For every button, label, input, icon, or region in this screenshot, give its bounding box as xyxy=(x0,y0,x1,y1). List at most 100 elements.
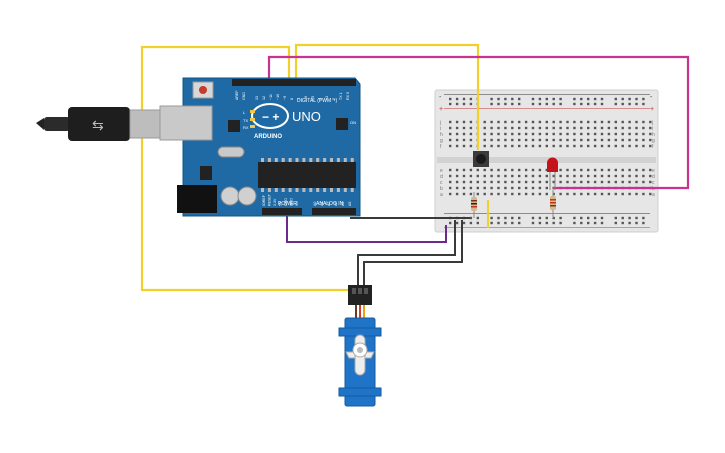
breadboard-hole xyxy=(559,138,562,142)
breadboard-hole xyxy=(587,174,590,178)
breadboard-row-letter: a xyxy=(652,192,655,198)
breadboard-hole xyxy=(545,144,548,148)
pushbutton xyxy=(473,151,489,167)
pin-label: 5V xyxy=(279,201,283,206)
breadboard-hole xyxy=(649,120,652,124)
chip-pin xyxy=(288,158,292,162)
breadboard-row-letter: h xyxy=(652,132,655,138)
breadboard-hole xyxy=(497,180,500,184)
breadboard-hole xyxy=(497,186,500,190)
breadboard-hole xyxy=(538,186,542,190)
breadboard-rail-hole xyxy=(511,97,514,101)
breadboard-hole xyxy=(552,174,555,178)
servo-connector-pin-1 xyxy=(352,288,356,294)
breadboard-hole xyxy=(621,126,624,130)
resistor-led-band-1 xyxy=(550,199,556,201)
breadboard-rail-hole xyxy=(545,221,548,225)
breadboard-hole xyxy=(455,126,459,130)
chip-pin xyxy=(330,158,333,162)
breadboard-hole xyxy=(587,120,590,124)
breadboard-hole xyxy=(455,192,459,196)
usb-cable-strain xyxy=(44,117,70,131)
breadboard-hole xyxy=(504,174,507,178)
breadboard-hole xyxy=(449,144,452,148)
reset-button-cap xyxy=(199,86,207,94)
breadboard-hole xyxy=(504,180,507,184)
breadboard-hole xyxy=(504,144,507,148)
led-tx-label: TX xyxy=(243,118,248,123)
breadboard-rail-hole xyxy=(635,102,638,106)
breadboard-hole xyxy=(538,168,542,172)
regulator-chip xyxy=(200,166,212,180)
breadboard-hole xyxy=(455,132,459,136)
pin-label: 12 xyxy=(262,96,266,100)
breadboard-hole xyxy=(497,120,500,124)
breadboard-hole xyxy=(504,138,507,142)
breadboard-hole xyxy=(642,138,645,142)
breadboard-hole xyxy=(552,192,555,196)
breadboard-hole xyxy=(449,132,452,136)
breadboard-hole xyxy=(600,132,604,136)
breadboard-hole xyxy=(455,186,459,190)
breadboard-hole xyxy=(511,132,514,136)
pin-label: A5 xyxy=(348,202,352,206)
breadboard-hole xyxy=(600,168,604,172)
led-rx-label: RX xyxy=(243,125,249,130)
breadboard-hole xyxy=(607,138,611,142)
breadboard-hole xyxy=(649,180,652,184)
breadboard-rail-hole xyxy=(559,221,562,225)
breadboard-rail-hole xyxy=(600,216,604,220)
breadboard-hole xyxy=(573,168,576,172)
pin-label: ~9 xyxy=(283,96,287,100)
breadboard-hole xyxy=(449,126,452,130)
breadboard-hole xyxy=(504,120,507,124)
breadboard-hole xyxy=(559,132,562,136)
breadboard-hole xyxy=(531,180,535,184)
breadboard-hole xyxy=(518,168,521,172)
breadboard-hole xyxy=(642,174,645,178)
breadboard-hole xyxy=(573,192,576,196)
breadboard-hole xyxy=(621,144,624,148)
breadboard-rail-hole xyxy=(497,97,500,101)
pin-label: 13 xyxy=(255,96,259,100)
pin-label: 4 xyxy=(318,98,322,100)
breadboard-rail-hole xyxy=(614,102,617,106)
breadboard-hole xyxy=(628,120,631,124)
breadboard-hole xyxy=(642,120,645,124)
breadboard-hole xyxy=(483,186,486,190)
breadboard-rail-hole xyxy=(552,97,555,101)
breadboard-hole xyxy=(614,126,617,130)
breadboard-rail-hole xyxy=(497,221,500,225)
breadboard-hole xyxy=(580,180,583,184)
breadboard-hole xyxy=(649,174,652,178)
breadboard-hole xyxy=(587,138,590,142)
breadboard-rail-hole xyxy=(593,216,597,220)
wires xyxy=(140,43,690,292)
resistor-button-band-1 xyxy=(471,200,477,202)
breadboard-hole xyxy=(449,120,452,124)
breadboard-hole xyxy=(649,138,652,142)
breadboard-rail-hole xyxy=(490,97,493,101)
breadboard-rail-hole xyxy=(462,102,466,106)
breadboard-hole xyxy=(490,174,493,178)
pushbutton-cap xyxy=(476,154,486,164)
breadboard-rail-hole xyxy=(587,221,590,225)
breadboard-hole xyxy=(483,120,486,124)
rail-minus-label-right: - xyxy=(650,94,653,101)
breadboard-hole xyxy=(469,144,473,148)
breadboard-rail-hole xyxy=(614,221,617,225)
breadboard-hole xyxy=(552,180,555,184)
breadboard-hole xyxy=(531,168,535,172)
usb-cable-tail xyxy=(36,118,44,130)
breadboard-hole xyxy=(511,138,514,142)
chip-pin xyxy=(336,188,340,192)
chip-pin xyxy=(343,158,347,162)
breadboard-rail-hole xyxy=(552,216,555,220)
wire-servo-gnd xyxy=(357,220,456,286)
wire-magenta-led xyxy=(267,55,690,190)
breadboard-hole xyxy=(566,144,569,148)
breadboard-hole xyxy=(538,132,542,136)
breadboard-hole xyxy=(449,186,452,190)
